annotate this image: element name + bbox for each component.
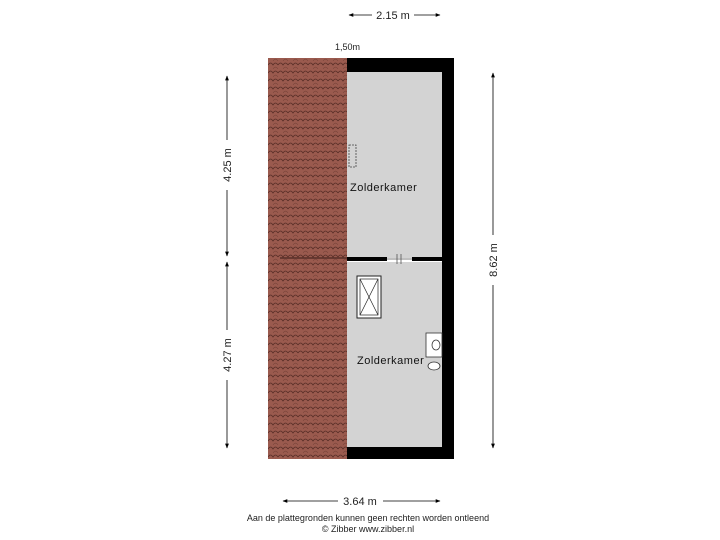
dimension-left-upper: 4.25 m xyxy=(222,75,234,257)
upper-room-floor xyxy=(347,72,442,258)
dimension-left-lower: 4.27 m xyxy=(222,261,234,449)
dimension-left-upper-label: 4.25 m xyxy=(222,148,234,182)
toilet-icon xyxy=(425,332,443,358)
right-wall xyxy=(442,58,454,459)
bottom-wall xyxy=(347,447,454,459)
footer-disclaimer: Aan de plattegronden kunnen geen rechten… xyxy=(247,513,489,523)
hatch-icon xyxy=(348,144,357,168)
dimension-left-lower-label: 4.27 m xyxy=(222,338,234,372)
dimension-right-label: 8.62 m xyxy=(488,243,500,277)
partition-wall-left xyxy=(347,257,387,261)
roof-height-label: 1,50m xyxy=(335,42,360,52)
partition-wall-right xyxy=(412,257,442,261)
sink-icon xyxy=(427,361,441,371)
dimension-bottom-label: 3.64 m xyxy=(343,496,377,508)
dimension-bottom: 3.64 m xyxy=(282,496,441,508)
footer-copyright: © Zibber www.zibber.nl xyxy=(322,524,414,534)
room-label-upper: Zolderkamer xyxy=(350,182,417,194)
skylight-icon xyxy=(356,275,382,319)
top-wall xyxy=(347,58,454,72)
dimension-right: 8.62 m xyxy=(488,72,500,449)
room-label-lower: Zolderkamer xyxy=(357,355,424,367)
dimension-top-label: 2.15 m xyxy=(376,10,410,22)
dimension-top: 2.15 m xyxy=(348,10,441,22)
